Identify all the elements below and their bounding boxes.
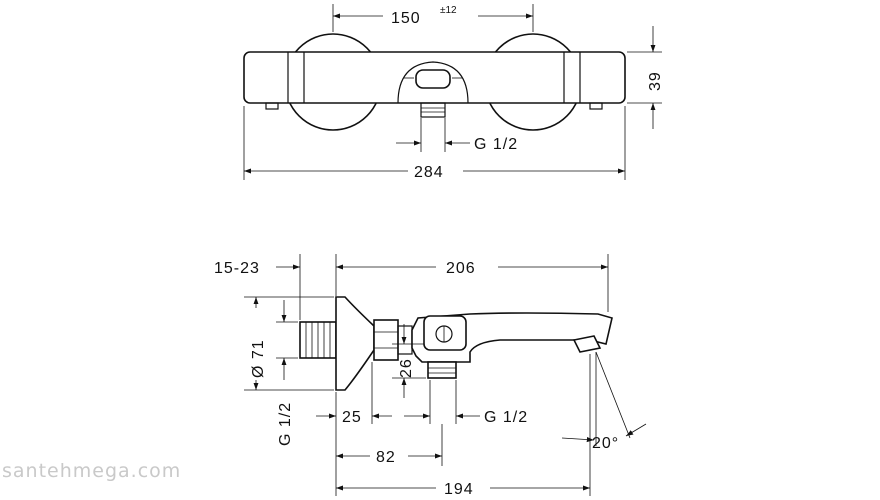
- hex-nut: [373, 319, 399, 361]
- dim-194: 194: [444, 481, 474, 498]
- side-view: 15-23 206 Ø 71 G 1/2 26 25: [214, 254, 647, 498]
- wall-flange: [335, 296, 375, 391]
- dim-diameter-71: Ø 71: [250, 339, 267, 378]
- dim-g12-bottom: G 1/2: [484, 409, 528, 426]
- control-knob: [397, 61, 469, 104]
- watermark-text: santehmega.com: [2, 460, 182, 482]
- dim-15-23: 15-23: [214, 260, 260, 277]
- dim-82: 82: [376, 449, 396, 466]
- outlet-connector: [420, 102, 446, 118]
- spout-aerator: [572, 335, 602, 353]
- top-view: 150 ±12 39 G 1/2 284: [243, 4, 664, 181]
- dim-25: 25: [342, 409, 362, 426]
- dim-206: 206: [446, 260, 476, 277]
- dim-g12-left: G 1/2: [277, 402, 294, 446]
- dim-26: 26: [398, 358, 415, 378]
- dim-angle-20: 20°: [592, 435, 619, 452]
- bottom-outlet: [427, 361, 457, 379]
- dim-39: 39: [647, 71, 664, 91]
- dim-284: 284: [414, 164, 444, 181]
- dim-tolerance: ±12: [440, 5, 457, 16]
- dim-150: 150: [391, 10, 421, 27]
- dim-g12-top: G 1/2: [474, 136, 518, 153]
